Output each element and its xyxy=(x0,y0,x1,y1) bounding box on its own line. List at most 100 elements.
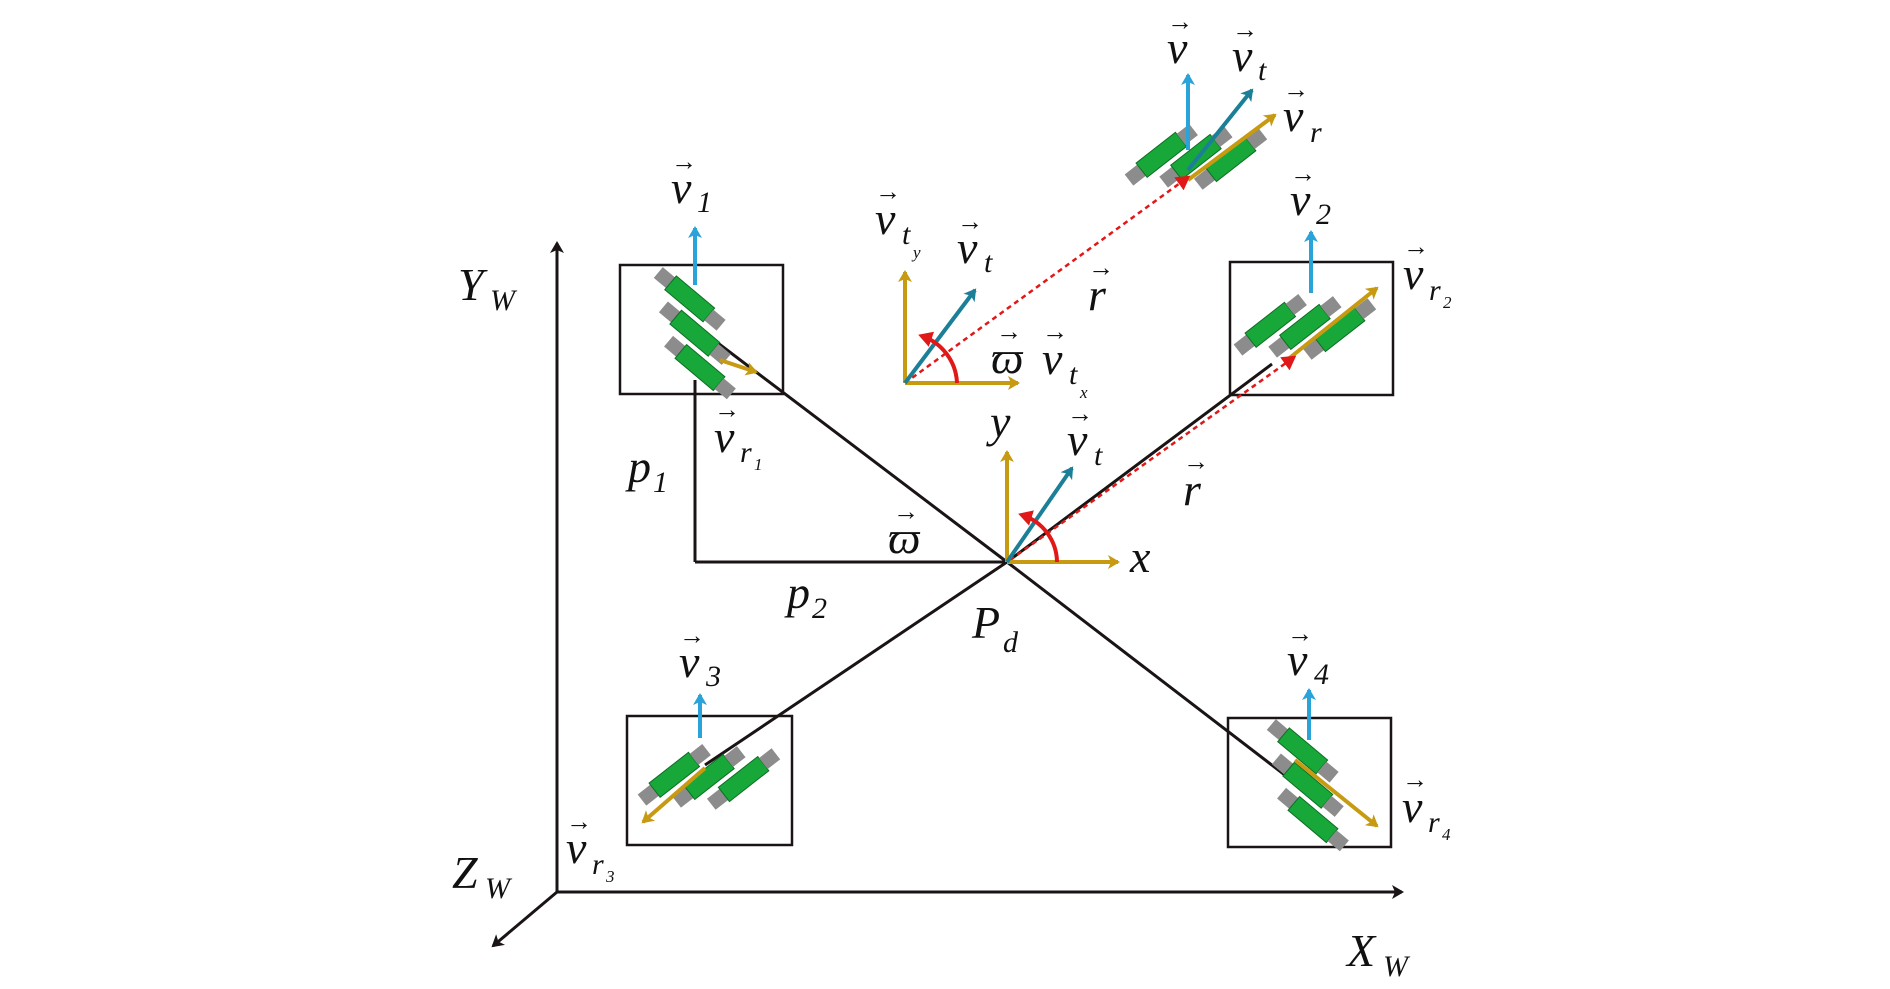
vt-center-arrow xyxy=(1005,466,1074,564)
radius-vectors xyxy=(904,175,1297,562)
r-upper-symbol: r xyxy=(1088,269,1107,320)
omega-center-symbol: ϖ xyxy=(888,512,921,563)
label-omega-center: → ϖ xyxy=(888,497,921,563)
v4-vec: → xyxy=(1287,619,1313,648)
v1-sub: 1 xyxy=(697,186,712,219)
label-vr3: → v r 3 xyxy=(566,807,615,886)
label-vt-top: → v t xyxy=(1232,15,1267,87)
vt-top-arrow xyxy=(1186,88,1254,172)
y-world-sub: W xyxy=(490,284,518,317)
vr4-sub: r xyxy=(1428,806,1440,839)
vt-top-sub: t xyxy=(1258,54,1267,87)
label-vr-top: → v r xyxy=(1283,75,1322,149)
label-vr1: → v r 1 xyxy=(714,395,763,474)
vr4-subsub: 4 xyxy=(1442,825,1451,844)
v3-sub: 3 xyxy=(705,660,721,693)
p2-base: p xyxy=(784,567,810,618)
vty-subsub: y xyxy=(911,243,921,262)
vtx-vec: → xyxy=(1042,317,1068,346)
v2-vec: → xyxy=(1290,159,1316,188)
label-r-center: → r xyxy=(1183,447,1209,515)
label-vty: → v t y xyxy=(875,177,921,262)
v3-base: v xyxy=(679,636,700,687)
x-world-sub: W xyxy=(1383,950,1411,983)
label-v3: → v 3 xyxy=(679,621,721,693)
vtx-subsub: x xyxy=(1079,383,1088,402)
world-axes xyxy=(491,241,1404,948)
vr4-base: v xyxy=(1402,781,1423,832)
vt-center-vec: → xyxy=(1067,399,1093,428)
vt-upper-vec: → xyxy=(957,207,983,236)
pd-sub: d xyxy=(1003,626,1019,659)
wheel-modules xyxy=(622,89,1381,854)
frame-arm-4 xyxy=(1006,560,1291,781)
p1-base: p xyxy=(625,441,651,492)
v4-sub: 4 xyxy=(1314,658,1329,691)
p1-sub: 1 xyxy=(653,466,668,499)
vr3-subsub: 3 xyxy=(605,867,615,886)
vr-top-arrow xyxy=(1186,113,1277,182)
vr3-sub: r xyxy=(592,848,604,881)
vty-vec: → xyxy=(875,177,901,206)
module-arrows xyxy=(641,73,1379,828)
v-top-vec: → xyxy=(1167,7,1193,36)
vr1-subsub: 1 xyxy=(754,455,763,474)
vr1-arrow xyxy=(719,358,758,376)
omega-arc-center xyxy=(1018,510,1059,563)
frame-arm-3 xyxy=(704,560,1008,767)
decomposition-frame xyxy=(898,270,1020,390)
label-vr2: → v r 2 xyxy=(1403,232,1452,312)
p2-sub: 2 xyxy=(812,592,827,625)
z-world-sub: W xyxy=(485,872,513,905)
label-p2: p 2 xyxy=(784,567,827,625)
label-vt-upper: → v t xyxy=(957,207,993,279)
v4-base: v xyxy=(1287,634,1308,685)
vr-top-sub: r xyxy=(1310,116,1322,149)
omega-center-arrow: → xyxy=(893,497,919,526)
vr2-arrow xyxy=(1285,286,1379,362)
vr2-base: v xyxy=(1403,248,1424,299)
omega-upper-arrow: → xyxy=(996,317,1022,346)
vr-top-base: v xyxy=(1283,90,1304,141)
vr3-arrow xyxy=(641,766,707,824)
label-p1: p 1 xyxy=(625,441,668,499)
center-frame xyxy=(1000,450,1120,569)
v1-vec: → xyxy=(671,147,697,176)
vt-upper-base: v xyxy=(957,222,978,273)
vr3-vec: → xyxy=(566,807,592,836)
vtx-sub: t xyxy=(1069,358,1078,391)
v-top-base: v xyxy=(1167,22,1188,73)
v2-sub: 2 xyxy=(1316,198,1331,231)
vr2-sub: r xyxy=(1429,274,1441,307)
label-v4: → v 4 xyxy=(1287,619,1329,691)
vt-center-sub: t xyxy=(1094,439,1103,472)
frame-arm-2 xyxy=(1006,362,1273,564)
label-v1: → v 1 xyxy=(671,147,712,219)
y-world-base: Y xyxy=(458,259,488,310)
r-center-symbol: r xyxy=(1183,464,1202,515)
vr1-base: v xyxy=(714,411,735,462)
label-x-world: X W xyxy=(1345,925,1411,983)
omega-arc-upper xyxy=(918,331,959,384)
label-vtx: → v t x xyxy=(1042,317,1088,402)
r-center-arrow: → xyxy=(1183,447,1209,476)
vr1-sub: r xyxy=(740,436,752,469)
r-vector-module2 xyxy=(1009,355,1297,562)
v1-base: v xyxy=(671,162,692,213)
vt-upper-sub: t xyxy=(984,246,993,279)
module-box-1 xyxy=(618,263,785,396)
z-world-axis xyxy=(491,890,558,948)
label-vt-center: → v t xyxy=(1067,399,1103,472)
label-v2: → v 2 xyxy=(1290,159,1331,231)
pd-base: P xyxy=(971,597,1000,648)
vtx-base: v xyxy=(1042,333,1063,384)
vt-top-base: v xyxy=(1232,30,1253,81)
label-vr4: → v r 4 xyxy=(1402,765,1451,844)
r-vector-top xyxy=(904,175,1191,385)
vr2-subsub: 2 xyxy=(1443,293,1452,312)
vty-base: v xyxy=(875,193,896,244)
r-upper-arrow: → xyxy=(1088,253,1114,282)
vr1-vec: → xyxy=(714,395,740,424)
label-z-world: Z W xyxy=(452,847,513,905)
